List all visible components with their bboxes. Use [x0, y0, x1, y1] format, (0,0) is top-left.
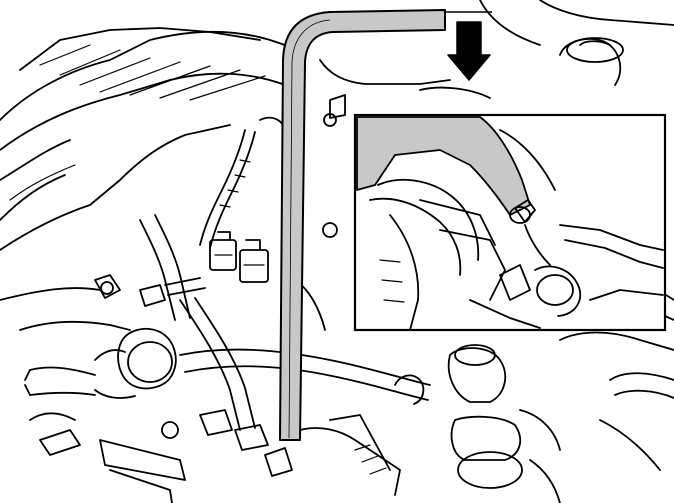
intake-manifold [0, 27, 301, 331]
pcv-valve [447, 344, 561, 489]
coolant-hose [179, 348, 431, 405]
detail-inset [353, 113, 667, 332]
injector-connectors [209, 231, 269, 283]
highlighted-hose [279, 9, 446, 441]
throttle-body [24, 328, 177, 399]
down-arrow-icon [446, 11, 492, 81]
lower-fittings [29, 409, 401, 503]
wiring-harness [199, 116, 286, 249]
fuel-lines [94, 214, 256, 431]
